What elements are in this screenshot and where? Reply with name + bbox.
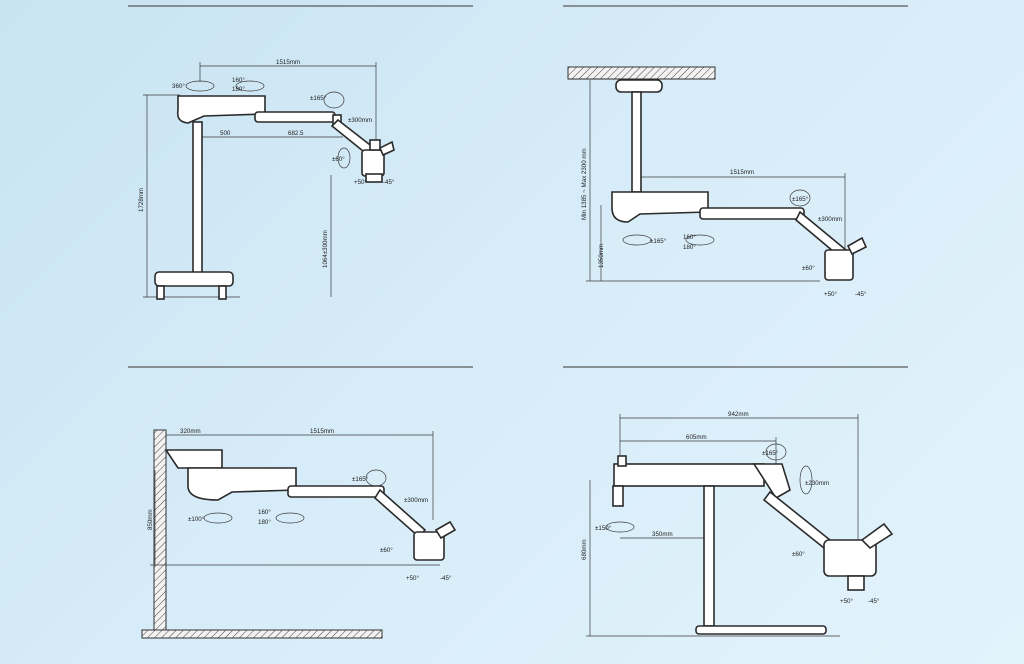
ceiling-arm-rot-a: 160°: [683, 234, 696, 241]
table-total-length: 942mm: [728, 411, 749, 418]
floor-arm2-rot: ±165°: [310, 95, 327, 102]
ceiling-base-rot: ±165°: [650, 238, 667, 245]
floor-tilt: ±60°: [332, 156, 345, 163]
wall-arm-rot-b: 180°: [258, 519, 271, 526]
wall-arm-rot-a: 160°: [258, 509, 271, 516]
floor-base-rot: 360°: [172, 83, 185, 90]
floor-seg2: 682.5: [288, 130, 304, 137]
table-head-up: +50°: [840, 598, 853, 605]
wall-arm-vert: ±300mm: [404, 497, 428, 504]
wall-arm2-rot: ±165°: [352, 476, 369, 483]
ceiling-height: Min 1385 ~ Max 2300 mm: [581, 148, 588, 220]
ceiling-arm2-rot: ±165°: [792, 196, 809, 203]
floor-stand-view: 1515mm 1728mm 1064±300mm 500 682.5 360° …: [138, 59, 395, 300]
floor-head-down: -45°: [383, 179, 395, 186]
table-base-rot: ±150°: [595, 525, 612, 532]
wall-mount-view: 320mm 1515mm 850mm ±100° 160° 180° ±165°…: [141, 428, 457, 639]
ceiling-mount-view: Min 1385 ~ Max 2300 mm 1350mm 1515mm ±16…: [567, 66, 868, 298]
wall-arm-length: 1515mm: [310, 428, 334, 435]
floor-arm-vert: ±300mm: [348, 117, 372, 124]
floor-height: 1728mm: [138, 188, 145, 212]
table-mount-view: 942mm 605mm 350mm 680mm ±150° ±165° ±230…: [581, 411, 894, 637]
ceiling-mount-height: 1350mm: [598, 244, 605, 268]
table-arm2-rot: ±165°: [762, 450, 779, 457]
wall-base-rot: ±100°: [188, 516, 205, 523]
floor-arm-length: 1515mm: [276, 59, 300, 66]
table-head-down: -45°: [868, 598, 880, 605]
ceiling-arm-rot-b: 180°: [683, 244, 696, 251]
ceiling-tilt: ±60°: [802, 265, 815, 272]
floor-seg1: 500: [220, 130, 231, 137]
floor-arm-rot-a: 160°: [232, 77, 245, 84]
table-seg2: 350mm: [652, 531, 673, 538]
floor-arm-rot-b: 180°: [232, 86, 245, 93]
wall-bracket: 320mm: [180, 428, 201, 435]
table-tilt: ±60°: [792, 551, 805, 558]
ceiling-arm-vert: ±300mm: [818, 216, 842, 223]
table-arm-vert: ±230mm: [805, 480, 829, 487]
table-seg1: 605mm: [686, 434, 707, 441]
wall-head-up: +50°: [406, 575, 419, 582]
floor-work-height: 1064±300mm: [322, 230, 329, 268]
floor-head-up: +50°: [354, 179, 367, 186]
table-height: 680mm: [581, 539, 588, 560]
ceiling-head-down: -45°: [855, 291, 867, 298]
wall-head-down: -45°: [440, 575, 452, 582]
wall-tilt: ±60°: [380, 547, 393, 554]
wall-height: 850mm: [147, 509, 154, 530]
ceiling-arm-length: 1515mm: [730, 169, 754, 176]
ceiling-head-up: +50°: [824, 291, 837, 298]
section-rules: [128, 5, 908, 368]
